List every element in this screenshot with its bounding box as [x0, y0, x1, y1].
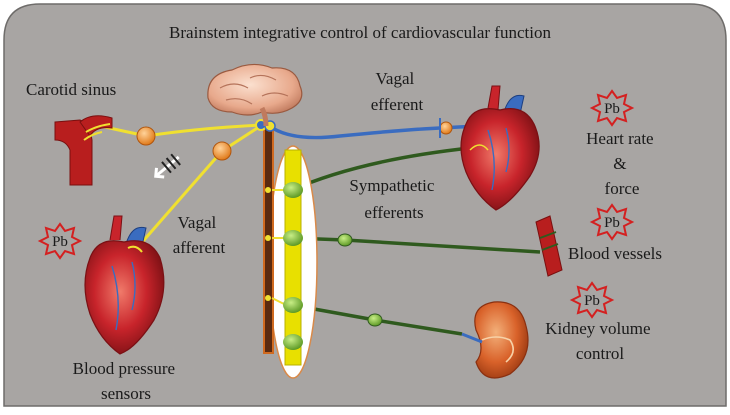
stalk-node: [265, 295, 271, 301]
blood-vessels-label: Blood vessels: [568, 244, 662, 263]
carotid-sinus-label: Carotid sinus: [26, 80, 116, 99]
afferent-relay-node: [137, 127, 155, 145]
ganglion: [283, 230, 303, 246]
stalk-node: [265, 187, 271, 193]
pb-badge-label: Pb: [604, 215, 620, 231]
pb-badge-label: Pb: [604, 101, 620, 117]
peripheral-ganglion: [368, 314, 382, 326]
diagram-title: Brainstem integrative control of cardiov…: [169, 23, 551, 42]
pb-badge-label: Pb: [52, 234, 68, 250]
pb-badge-label: Pb: [584, 293, 600, 309]
ganglion: [283, 334, 303, 350]
ganglion: [283, 297, 303, 313]
ganglion: [283, 182, 303, 198]
efferent-relay-node: [440, 122, 452, 134]
peripheral-ganglion: [338, 234, 352, 246]
stalk-node: [265, 235, 271, 241]
afferent-relay-node: [213, 142, 231, 160]
